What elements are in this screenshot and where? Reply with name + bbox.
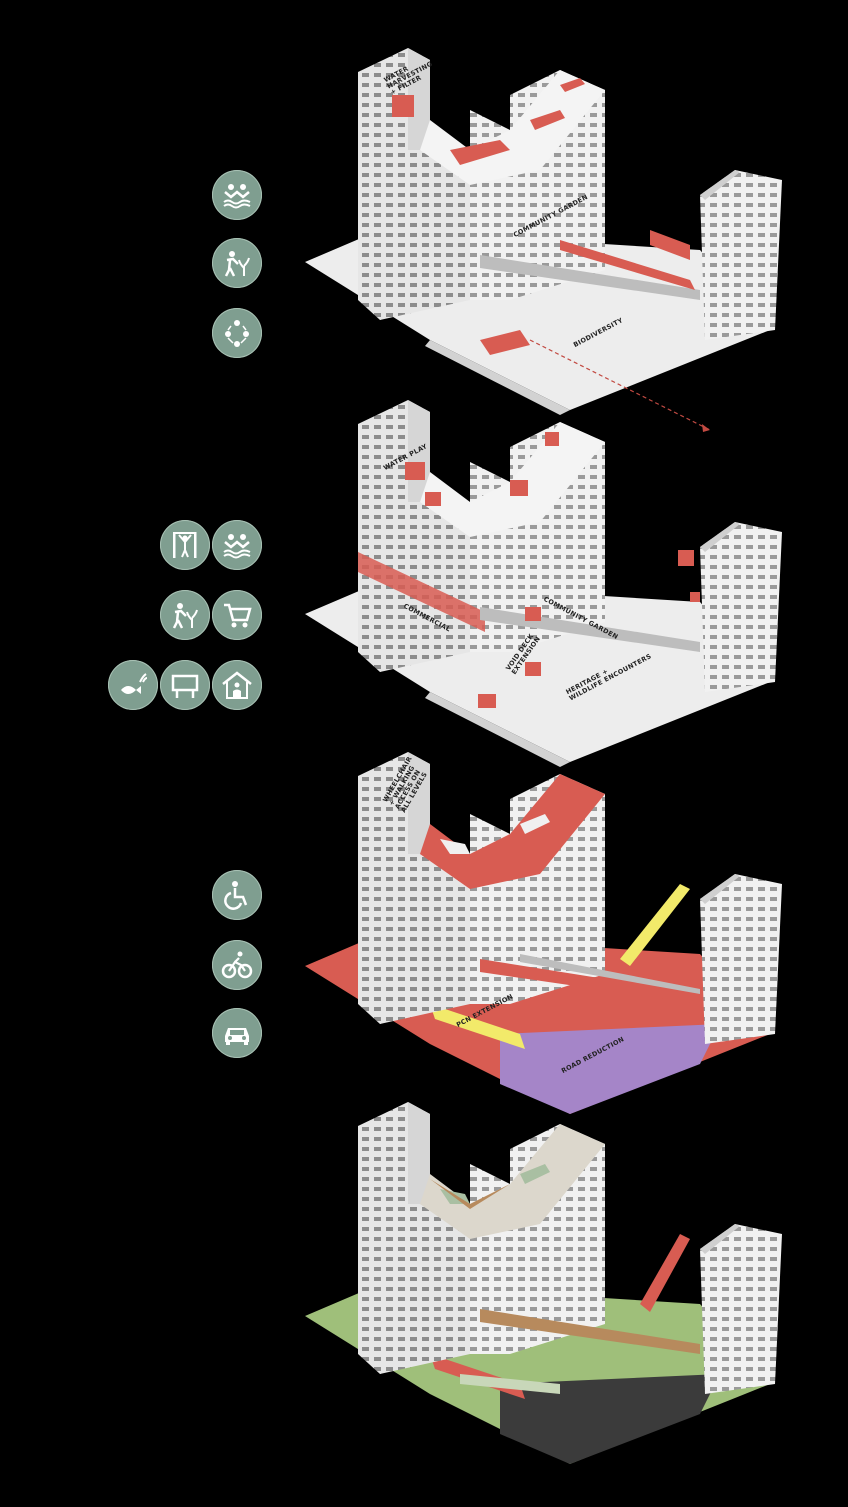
wildlife-icon: [108, 660, 158, 710]
panel-1-scene: [305, 48, 782, 432]
panel-2-scene: [305, 400, 782, 767]
gardening-icon: [160, 590, 210, 640]
gardening-icon: [212, 238, 262, 288]
signboard-icon: [160, 660, 210, 710]
car-icon: [212, 1008, 262, 1058]
water-play-icon: [212, 170, 262, 220]
panel-4-scene: [305, 1102, 782, 1464]
wheelchair-icon: [212, 870, 262, 920]
shelter-icon: [212, 660, 262, 710]
biodiversity-icon: [212, 308, 262, 358]
exercise-icon: [160, 520, 210, 570]
shopping-cart-icon: [212, 590, 262, 640]
panel-3-scene: [305, 752, 782, 1114]
cycling-icon: [212, 940, 262, 990]
water-play-icon: [212, 520, 262, 570]
